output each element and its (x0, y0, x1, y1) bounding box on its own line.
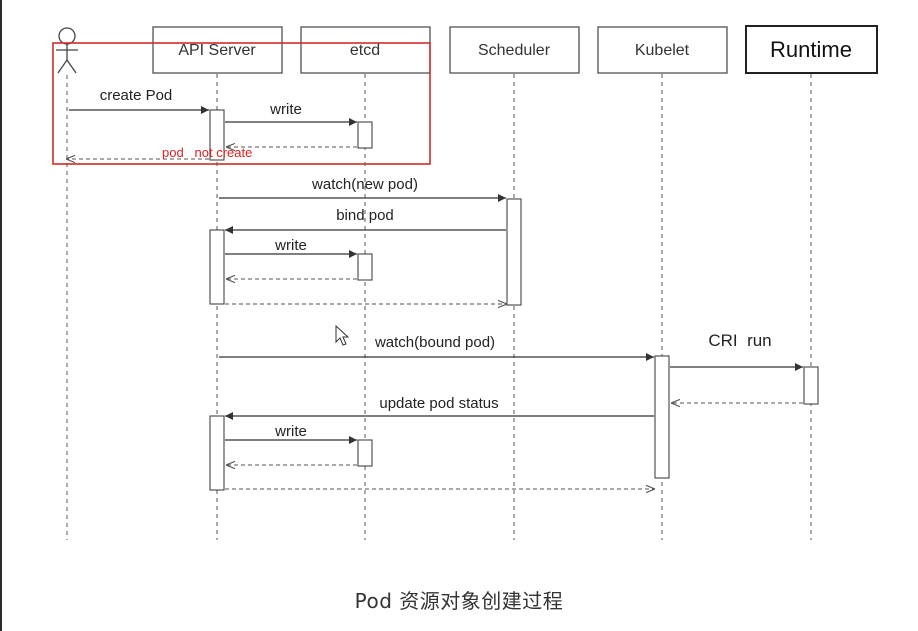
message-write-3: write (225, 423, 357, 444)
activation-runtime-1 (803, 366, 819, 405)
user-actor-icon (56, 27, 78, 74)
message-create-pod: create Pod (69, 87, 209, 114)
message-watch-bound-pod: watch(bound pod) (219, 334, 654, 361)
message-watch-bound-pod-label: watch(bound pod) (374, 334, 495, 351)
actor-kubelet-label: Kubelet (635, 42, 690, 59)
actor-runtime: Runtime (745, 25, 878, 74)
message-watch-new-pod-label: watch(new pod) (311, 176, 418, 193)
actor-etcd-label: etcd (350, 42, 380, 59)
annotation-pod-not-create: pod not create (162, 145, 252, 160)
message-create-pod-label: create Pod (100, 87, 173, 104)
message-bind-pod-label: bind pod (336, 207, 394, 224)
activation-etcd-2 (357, 253, 373, 281)
actor-kubelet: Kubelet (597, 26, 728, 74)
message-write-1: write (225, 101, 357, 126)
message-write-3-label: write (274, 423, 307, 440)
message-write-2-label: write (274, 237, 307, 254)
actor-scheduler-label: Scheduler (478, 42, 551, 59)
actor-etcd: etcd (300, 26, 431, 74)
message-write-1-label: write (269, 101, 302, 118)
activation-kubelet-1 (654, 355, 670, 479)
activation-api-2 (209, 229, 225, 305)
message-write-2: write (225, 237, 357, 258)
highlight-box (52, 42, 431, 165)
activation-etcd-3 (357, 439, 373, 467)
activation-api-3 (209, 415, 225, 491)
diagram-caption: Pod 资源对象创建过程 (354, 589, 564, 613)
actor-api-server: API Server (152, 26, 283, 74)
actor-runtime-label: Runtime (770, 37, 852, 62)
message-cri-run: CRI run (670, 331, 803, 371)
message-bind-pod: bind pod (225, 207, 506, 234)
message-update-pod-status-label: update pod status (379, 395, 498, 412)
activation-scheduler-1 (506, 198, 522, 306)
activation-etcd-1 (357, 121, 373, 149)
message-cri-run-label: CRI run (708, 331, 771, 350)
actor-scheduler: Scheduler (449, 26, 580, 74)
activation-api-1 (209, 109, 225, 161)
mouse-cursor-icon (335, 324, 350, 346)
message-watch-new-pod: watch(new pod) (219, 176, 506, 202)
actor-api-server-label: API Server (178, 42, 256, 59)
message-update-pod-status: update pod status (225, 395, 654, 420)
